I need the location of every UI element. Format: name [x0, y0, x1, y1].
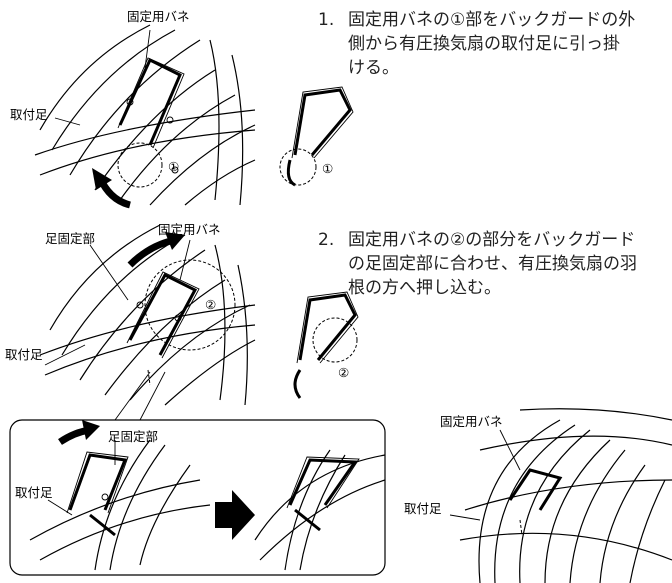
label-inset-foot-fix: 足固定部	[108, 429, 159, 444]
step-2-line1: 固定用バネの②の部分をバックガード	[348, 230, 636, 250]
label-inset-mount-foot: 取付足	[15, 485, 53, 500]
spring-detail-2	[293, 291, 359, 399]
step-2-number: 2.	[318, 230, 335, 250]
step-1-line1: 固定用バネの①部をバックガードの外	[348, 10, 636, 30]
label-spring-3: 固定用バネ	[440, 414, 503, 429]
step-2: 2. 固定用バネの②の部分をバックガード の足固定部に合わせ、有圧換気扇の羽 根の…	[318, 228, 637, 300]
step-1-number: 1.	[318, 10, 335, 30]
spring-detail-1	[279, 86, 354, 187]
label-spring-2: 固定用バネ	[158, 222, 221, 237]
marker-1-detail: ①	[322, 161, 334, 176]
inset-box	[9, 371, 386, 576]
label-foot-fix-2: 足固定部	[45, 231, 96, 246]
step-2-line3: 根の方へ押し込む。	[348, 278, 501, 298]
step-1: 1. 固定用バネの①部をバックガードの外 側から有圧換気扇の取付足に引っ掛 ける。	[318, 8, 635, 80]
label-mount-foot-2: 取付足	[5, 347, 43, 362]
step-1-line2: 側から有圧換気扇の取付足に引っ掛	[348, 34, 620, 54]
step-2-line2: の足固定部に合わせ、有圧換気扇の羽	[348, 254, 637, 274]
marker-2-figure: ②	[205, 297, 217, 312]
label-spring-1: 固定用バネ	[127, 9, 190, 24]
figure-3-dome	[449, 408, 672, 583]
label-mount-foot-3: 取付足	[404, 501, 442, 516]
marker-2-detail: ②	[338, 365, 350, 380]
label-mount-foot-1: 取付足	[10, 107, 48, 122]
figure-2-guard	[39, 224, 256, 406]
step-1-line3: ける。	[348, 58, 399, 78]
marker-1-figure: ①	[168, 159, 180, 174]
figure-1-guard	[34, 24, 256, 209]
